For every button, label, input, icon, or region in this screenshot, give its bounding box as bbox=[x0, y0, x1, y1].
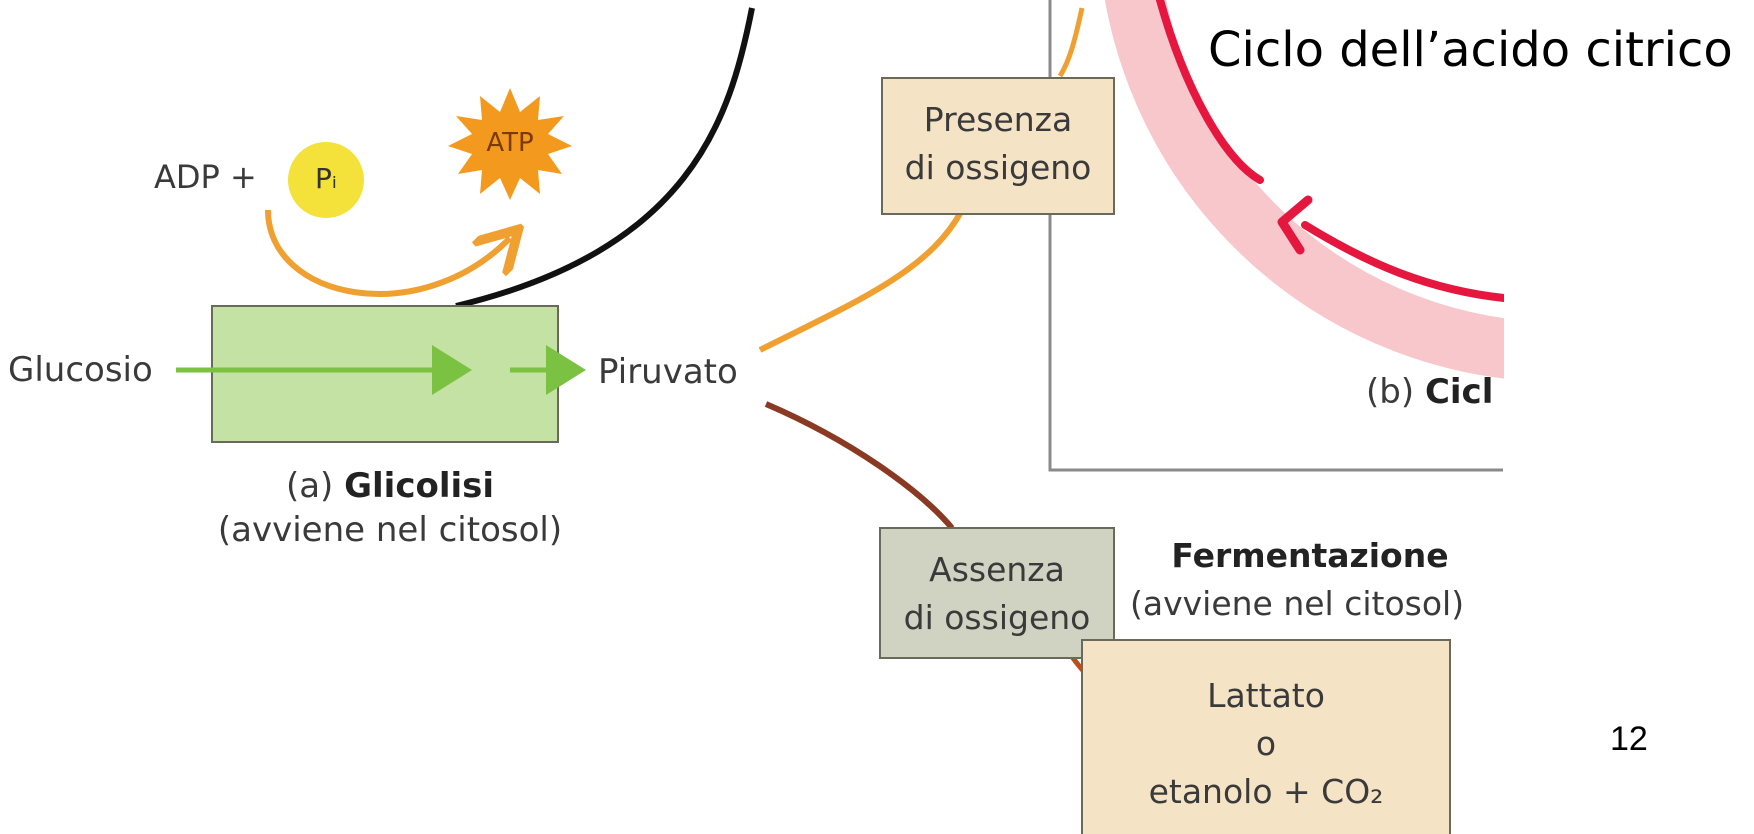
fermentation-product-box bbox=[1081, 639, 1451, 834]
phosphate-circle bbox=[288, 142, 364, 218]
oxygen-absent-box bbox=[879, 527, 1115, 659]
cycle-arrowhead bbox=[1277, 195, 1313, 255]
citric-cycle-caption-title: Cicl bbox=[1424, 372, 1494, 412]
fermentation-title: Fermentazione bbox=[1171, 536, 1449, 575]
pyruvate-to-fermentation-arrow bbox=[764, 401, 955, 530]
slide-title: Ciclo dell’acido citrico bbox=[1208, 22, 1733, 78]
glucose-label: Glucosio bbox=[8, 350, 153, 390]
adp-label: ADP + bbox=[154, 158, 257, 196]
atp-starburst bbox=[448, 88, 572, 200]
oxygen-absent-line2: di ossigeno bbox=[903, 598, 1091, 637]
adp-to-atp-arrow bbox=[265, 209, 510, 297]
glycolysis-box bbox=[211, 305, 559, 443]
citric-cycle-ring bbox=[1104, 0, 1504, 379]
oxygen-present-box bbox=[881, 77, 1115, 215]
glycolysis-location: (avviene nel citosol) bbox=[217, 510, 563, 550]
right-crop-mask bbox=[1504, 90, 1754, 834]
fermentation-product-line2: o bbox=[1255, 724, 1277, 763]
citric-cycle-caption-prefix: (b) bbox=[1366, 372, 1415, 412]
oxygen-path-top bbox=[1057, 7, 1085, 78]
electron-transport-curve bbox=[455, 7, 755, 309]
oxygen-present-line2: di ossigeno bbox=[904, 148, 1092, 187]
oxygen-absent-line1: Assenza bbox=[929, 550, 1065, 589]
glycolysis-caption-prefix: (a) bbox=[285, 466, 334, 506]
fermentation-product-line3: etanolo + CO₂ bbox=[1148, 772, 1384, 811]
glycolysis-caption: (a) Glicolisi bbox=[180, 466, 600, 506]
glycolysis-caption-title: Glicolisi bbox=[344, 466, 495, 506]
pyruvate-label: Piruvato bbox=[598, 352, 738, 392]
citric-cycle-caption: (b) Cicl bbox=[1366, 372, 1493, 412]
phosphate-label: Pᵢ bbox=[315, 162, 337, 195]
fermentation-location: (avviene nel citosol) bbox=[1130, 584, 1465, 623]
oxygen-present-line1: Presenza bbox=[923, 100, 1073, 139]
fermentation-product-line1: Lattato bbox=[1207, 676, 1325, 715]
page-number: 12 bbox=[1610, 720, 1648, 758]
pyruvate-to-oxygen-arrow bbox=[758, 208, 965, 353]
atp-label: ATP bbox=[486, 128, 534, 158]
